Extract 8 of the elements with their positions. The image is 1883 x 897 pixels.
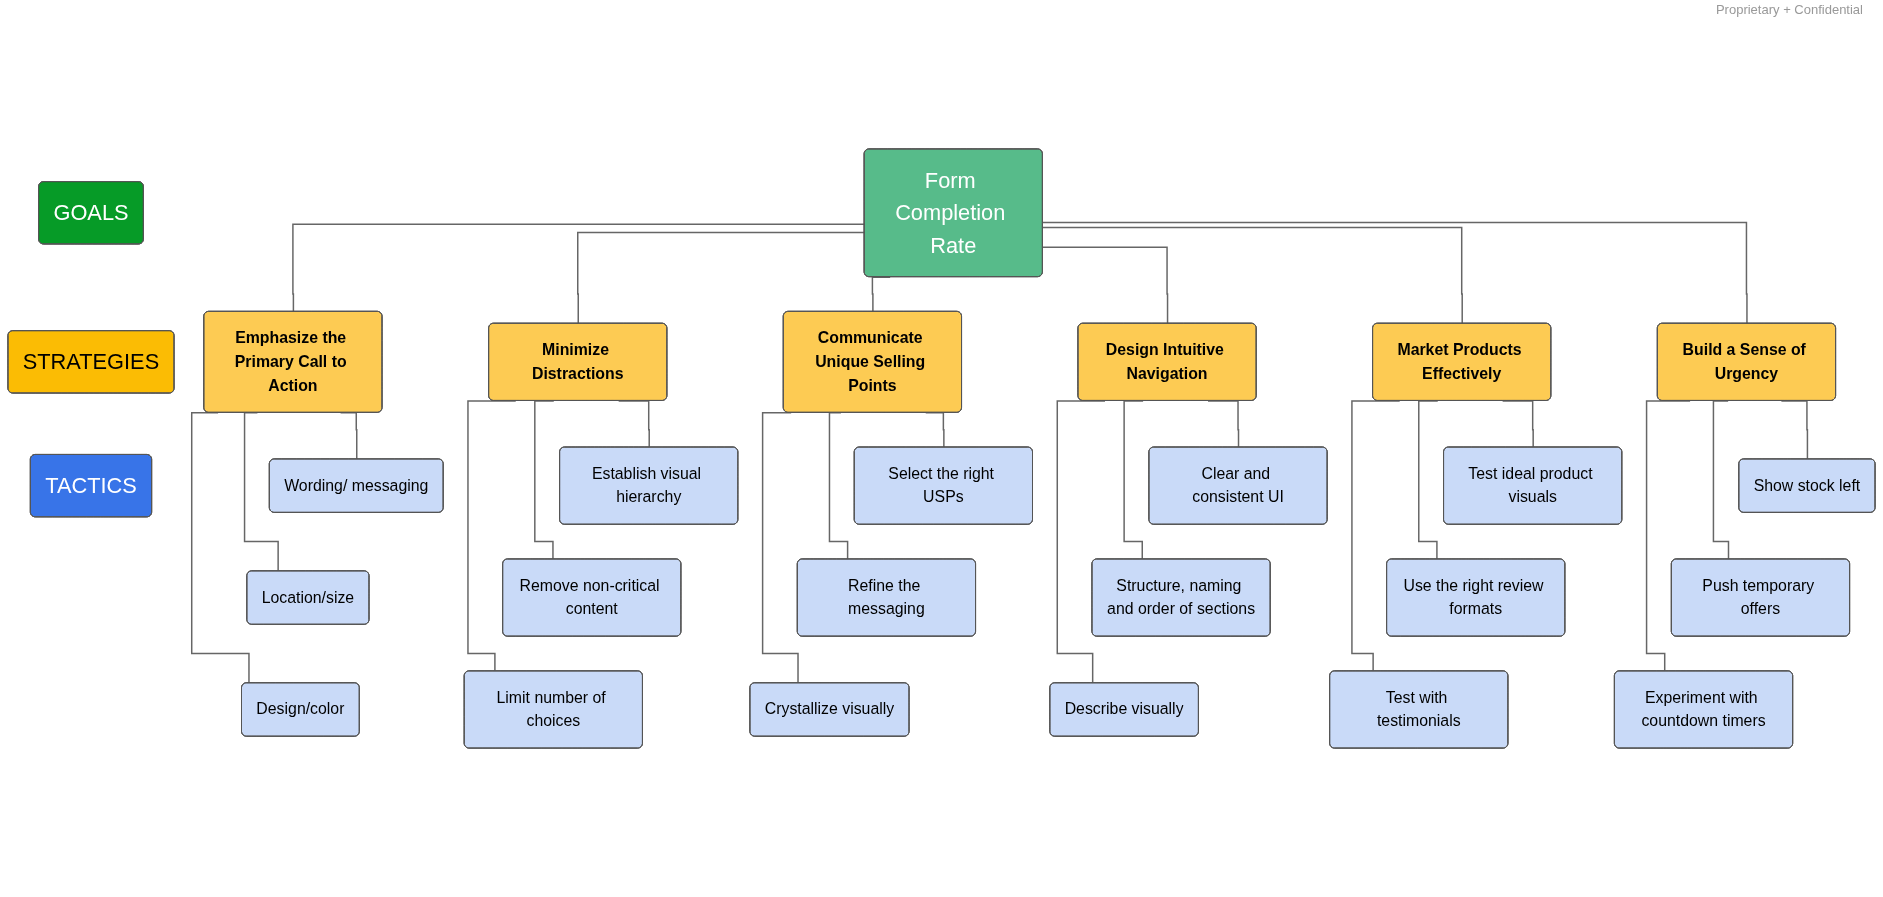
connector: [577, 231, 866, 325]
connector: [1042, 221, 1748, 325]
confidentiality-note: Proprietary + Confidential: [1715, 2, 1863, 17]
connector: [761, 412, 799, 684]
connector: [190, 412, 250, 684]
connector: [1042, 246, 1169, 325]
connector: [1042, 226, 1463, 325]
connector: [292, 223, 866, 313]
